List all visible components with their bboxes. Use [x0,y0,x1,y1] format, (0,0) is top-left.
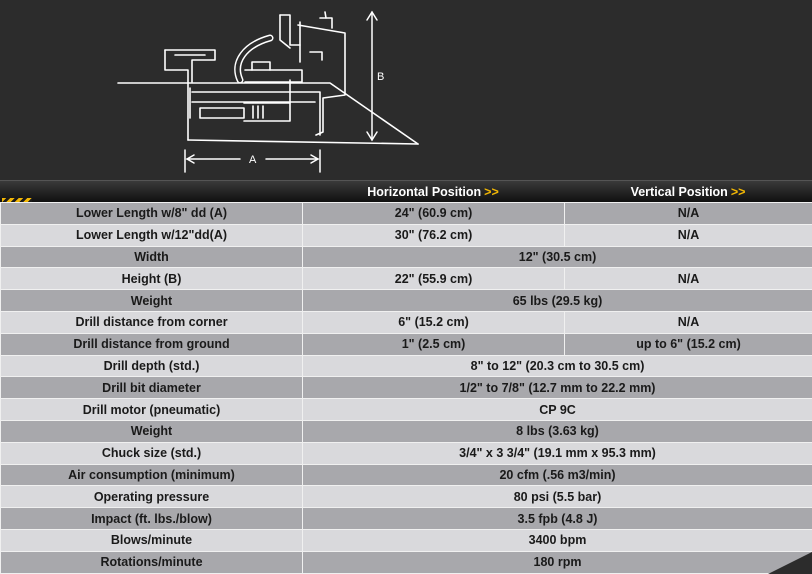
dimension-label-b: B [377,71,384,83]
spec-label: Drill distance from ground [0,332,303,356]
spec-value: 80 psi (5.5 bar) [302,485,812,509]
table-row: Lower Length w/8" dd (A)24" (60.9 cm)N/A [0,202,812,225]
header-vertical-label: Vertical Position [630,185,728,199]
hazard-stripes [2,198,32,203]
spec-value-vertical: N/A [564,267,812,291]
chevrons-icon: >> [730,185,746,199]
spec-value: CP 9C [302,398,812,421]
table-row: Impact (ft. lbs./blow)3.5 fpb (4.8 J) [0,507,812,530]
table-row: Drill depth (std.)8" to 12" (20.3 cm to … [0,354,812,378]
spec-value: 8 lbs (3.63 kg) [302,419,812,443]
spec-value: 3.5 fpb (4.8 J) [302,507,812,530]
spec-label: Drill bit diameter [0,376,303,400]
spec-label: Blows/minute [0,528,303,552]
spec-label: Chuck size (std.) [0,441,303,465]
table-row: Lower Length w/12"dd(A)30" (76.2 cm)N/A [0,223,812,247]
spec-label: Lower Length w/12"dd(A) [0,223,303,247]
spec-label: Drill depth (std.) [0,354,303,378]
spec-label: Width [0,245,303,269]
drill-diagram: B A [0,0,812,180]
table-row: Air consumption (minimum)20 cfm (.56 m3/… [0,463,812,487]
spec-label: Impact (ft. lbs./blow) [0,507,303,530]
corner-notch [768,552,812,574]
spec-value-vertical: N/A [564,310,812,334]
spec-value-vertical: N/A [564,223,812,247]
spec-label: Rotations/minute [0,550,303,574]
header-horizontal-label: Horizontal Position [367,185,482,199]
spec-label: Drill distance from corner [0,310,303,334]
spec-value-vertical: N/A [564,202,812,225]
spec-value-horizontal: 24" (60.9 cm) [302,202,565,225]
spec-label: Air consumption (minimum) [0,463,303,487]
spec-value-horizontal: 30" (76.2 cm) [302,223,565,247]
spec-value: 12" (30.5 cm) [302,245,812,269]
spec-label: Weight [0,419,303,443]
spec-value: 3/4" x 3 3/4" (19.1 mm x 95.3 mm) [302,441,812,465]
table-row: Drill motor (pneumatic)CP 9C [0,398,812,421]
specifications-table: Lower Length w/8" dd (A)24" (60.9 cm)N/A… [0,202,812,574]
spec-label: Lower Length w/8" dd (A) [0,202,303,225]
header-horizontal-position: Horizontal Position>> [302,181,564,203]
spec-label: Drill motor (pneumatic) [0,398,303,421]
table-header: Horizontal Position>> Vertical Position>… [0,180,812,203]
spec-value-horizontal: 1" (2.5 cm) [302,332,565,356]
spec-value-horizontal: 22" (55.9 cm) [302,267,565,291]
spec-label: Height (B) [0,267,303,291]
drill-sketch: B A [117,10,419,173]
spec-value: 8" to 12" (20.3 cm to 30.5 cm) [302,354,812,378]
spec-value-vertical: up to 6" (15.2 cm) [564,332,812,356]
spec-value: 1/2" to 7/8" (12.7 mm to 22.2 mm) [302,376,812,400]
chevrons-icon: >> [484,185,499,199]
spec-label: Operating pressure [0,485,303,509]
table-row: Chuck size (std.)3/4" x 3 3/4" (19.1 mm … [0,441,812,465]
spec-value: 20 cfm (.56 m3/min) [302,463,812,487]
spec-value-horizontal: 6" (15.2 cm) [302,310,565,334]
dimension-label-a: A [249,154,257,166]
table-row: Height (B)22" (55.9 cm)N/A [0,267,812,291]
spec-label: Weight [0,289,303,312]
spec-value: 65 lbs (29.5 kg) [302,289,812,312]
spec-value: 3400 bpm [302,528,812,552]
header-vertical-position: Vertical Position>> [564,181,812,203]
spec-value: 180 rpm [302,550,812,574]
